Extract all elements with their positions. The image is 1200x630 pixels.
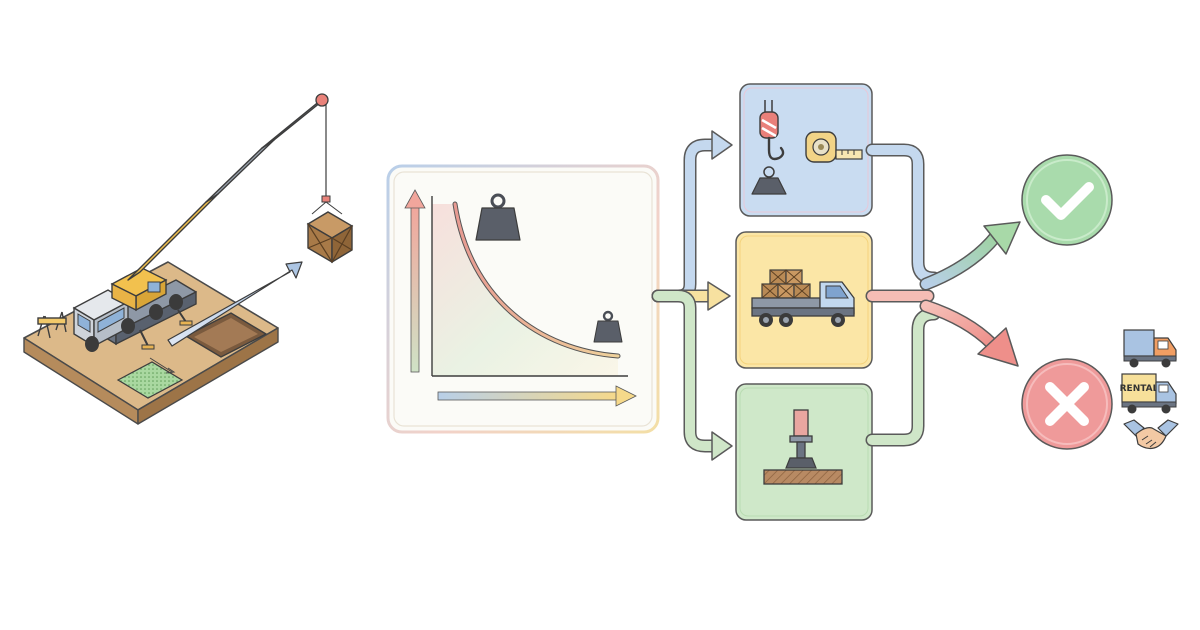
branch-connectors xyxy=(651,130,733,461)
reach-arrow xyxy=(167,261,303,347)
load-crate-icon xyxy=(306,201,354,264)
radius-right-arrow xyxy=(437,385,637,407)
job-site-illustration xyxy=(23,93,354,425)
outrigger-pad-icon xyxy=(763,409,843,485)
tape-measure-icon xyxy=(805,131,863,163)
ground-support-panel xyxy=(735,383,873,521)
merge-connectors xyxy=(865,143,941,447)
mobile-crane-icon xyxy=(72,93,331,352)
rental-truck-icon: RENTAL xyxy=(1120,373,1177,414)
rental-sign-text: RENTAL xyxy=(1120,384,1159,394)
lifting-capacity-panel xyxy=(739,83,873,217)
radius-up-arrow xyxy=(404,189,426,373)
capacity-area xyxy=(432,204,618,376)
delivery-truck-icon xyxy=(1123,329,1177,368)
crane-hook-icon xyxy=(751,100,787,195)
transport-panel xyxy=(735,231,873,369)
excavation-pit xyxy=(184,312,268,358)
approve-arrow xyxy=(919,221,1021,291)
reject-arrow xyxy=(919,299,1019,367)
heavy-weight-icon xyxy=(475,193,521,241)
barricade-icon xyxy=(37,311,67,339)
load-chart-panel xyxy=(386,164,660,434)
grass-patch xyxy=(116,361,184,399)
checkmark-icon xyxy=(1021,154,1113,246)
light-weight-icon xyxy=(593,310,623,343)
flatbed-truck-icon xyxy=(751,269,855,327)
capacity-curve xyxy=(453,202,620,358)
handshake-icon xyxy=(1123,419,1179,450)
cross-icon xyxy=(1021,358,1113,450)
